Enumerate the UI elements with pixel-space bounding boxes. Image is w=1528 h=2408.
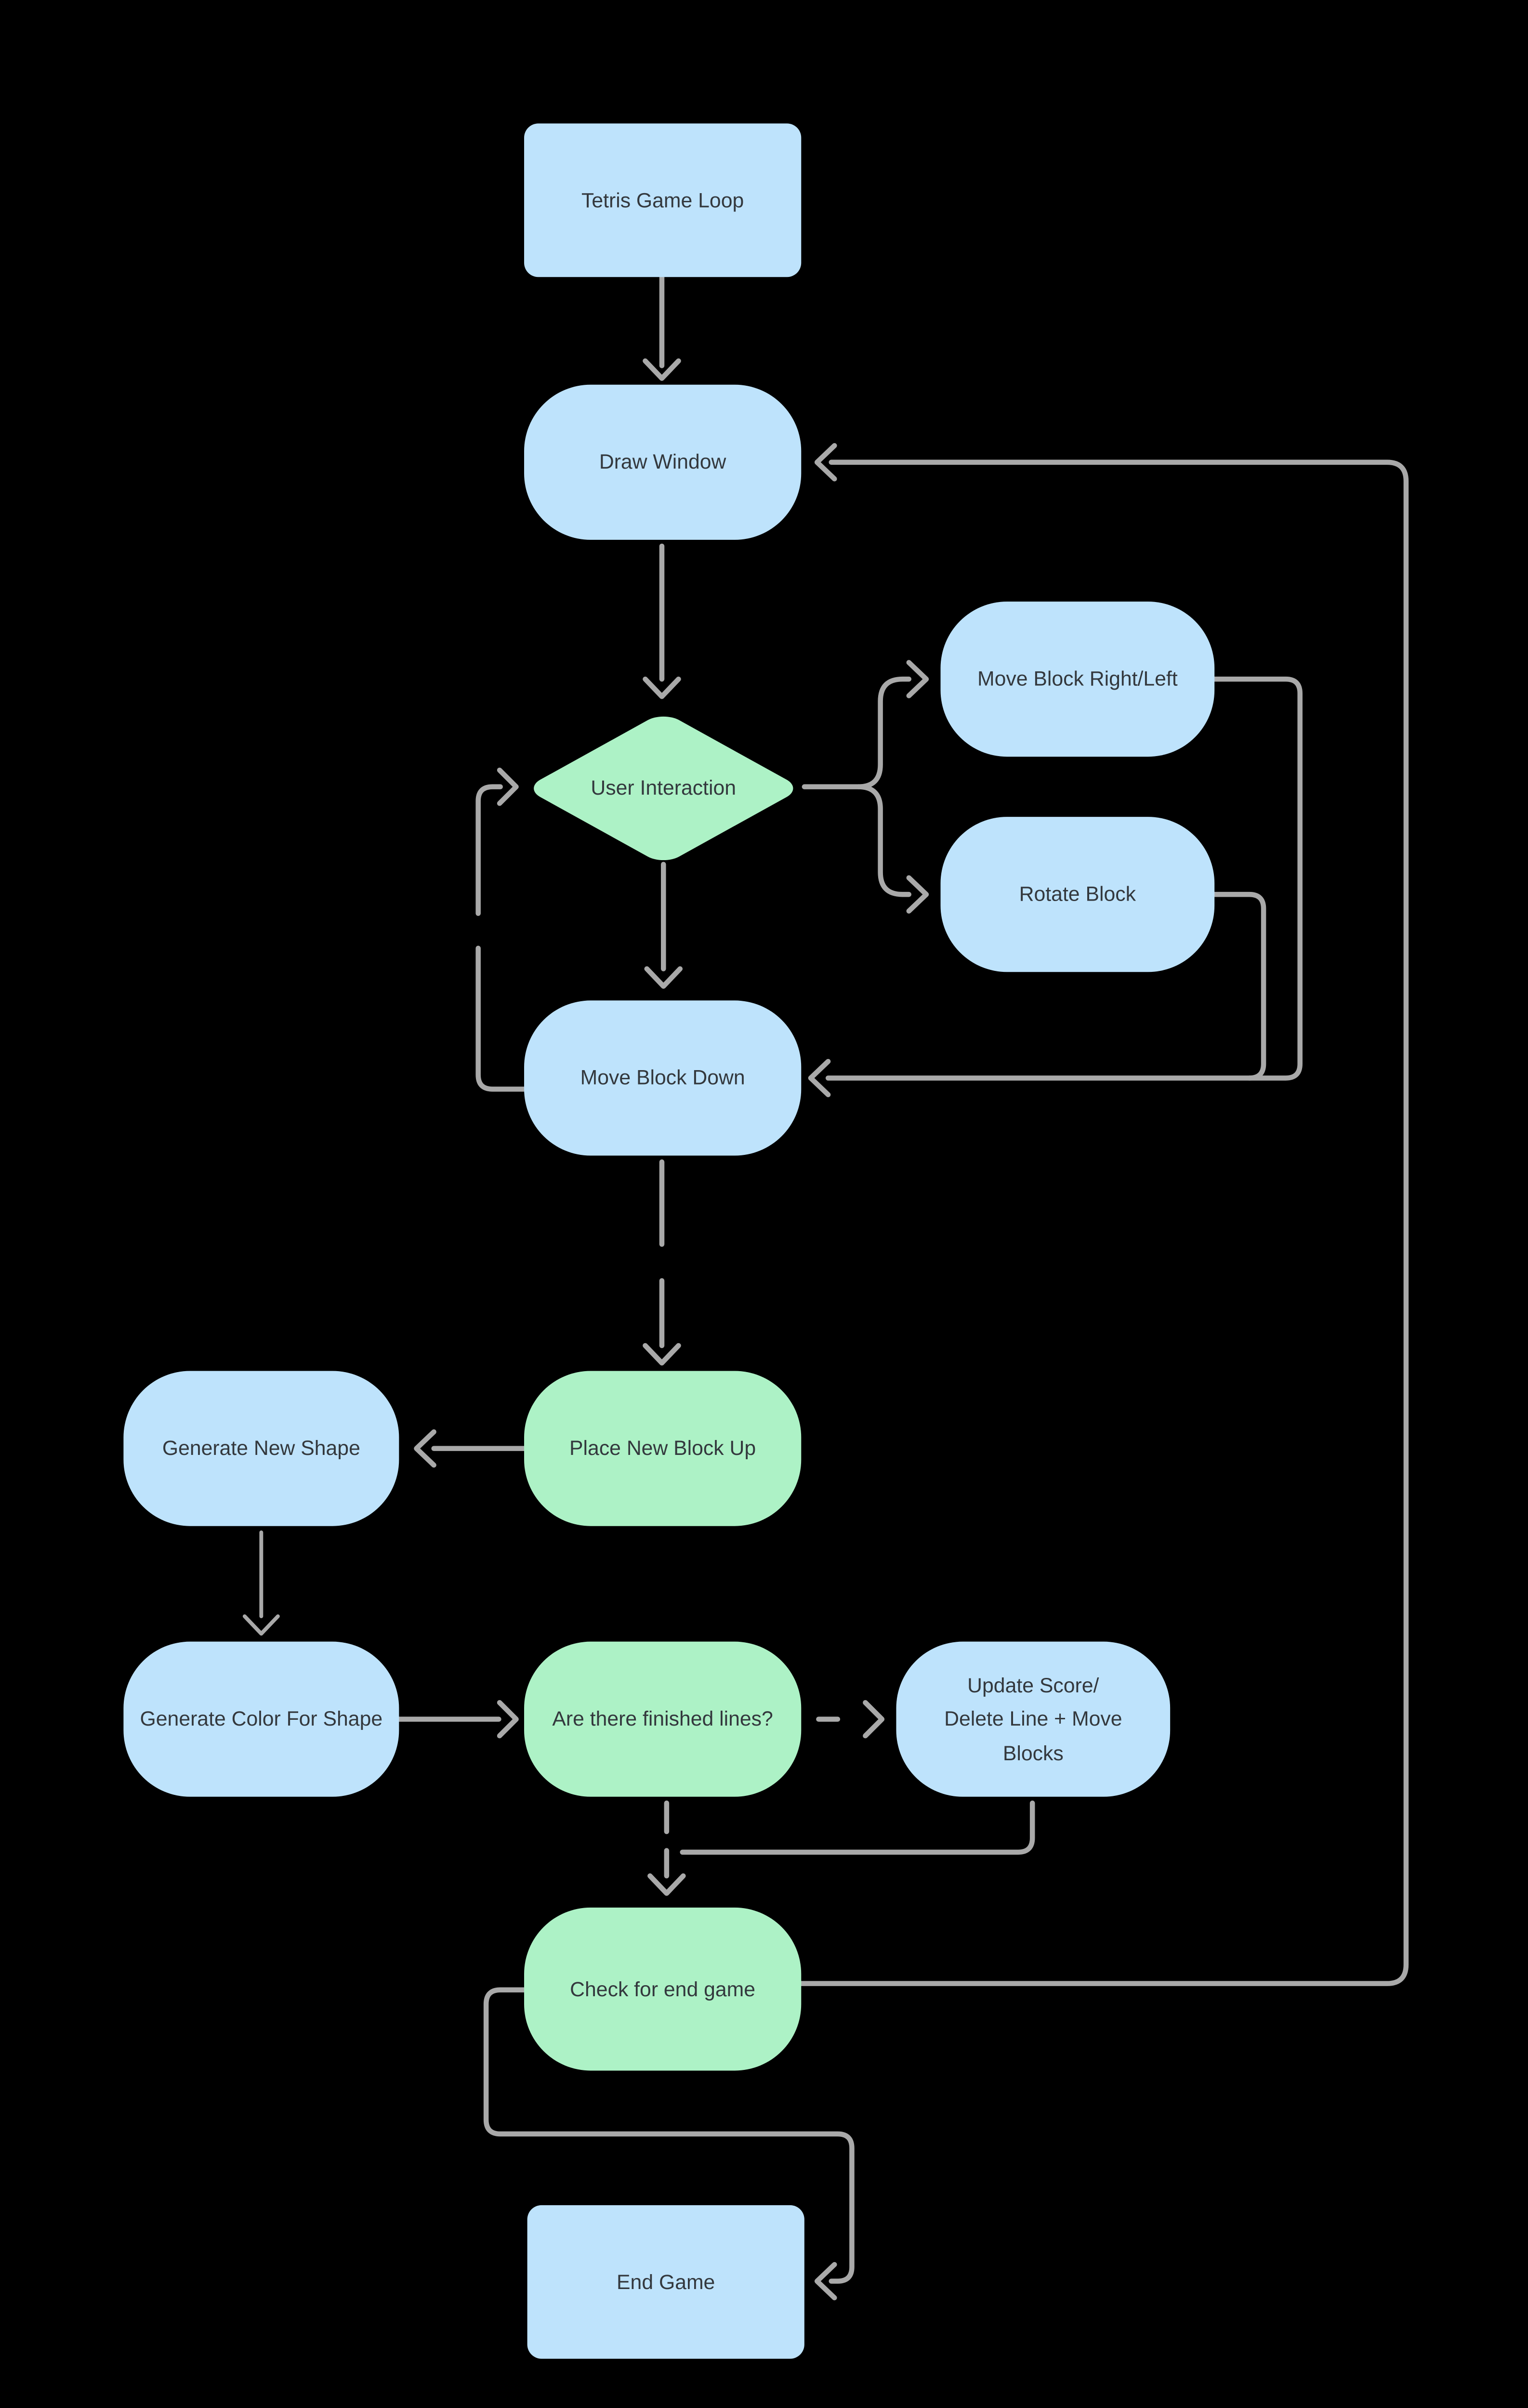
edge-update-score-to-check-end: [680, 1800, 1035, 1855]
arrowhead-right-icon: [863, 1700, 885, 1739]
node-generate-color-for-shape[interactable]: Generate Color For Shape: [123, 1641, 399, 1797]
arrowhead-left-icon: [814, 2262, 837, 2301]
node-move-block-right-left[interactable]: Move Block Right/Left: [940, 602, 1215, 757]
edge-interaction-to-rotate: [856, 784, 912, 897]
node-rotate-block[interactable]: Rotate Block: [940, 817, 1215, 972]
arrowhead-right-icon: [906, 660, 929, 698]
arrowhead-down-icon: [643, 358, 681, 381]
node-place-new-block-up[interactable]: Place New Block Up: [524, 1371, 802, 1526]
arrowhead-left-icon: [814, 443, 837, 482]
node-label: Are there finished lines?: [552, 1707, 773, 1731]
node-label: End Game: [617, 2269, 715, 2294]
node-label: Generate New Shape: [162, 1436, 360, 1460]
edge-move-down-to-interaction-lower: [475, 945, 527, 1092]
arrowhead-down-icon: [647, 1873, 686, 1896]
edge-rotate-to-move-down: [1212, 891, 1266, 1081]
edge-move-down-to-interaction-upper: [475, 784, 503, 916]
node-draw-window[interactable]: Draw Window: [524, 384, 802, 540]
arrowhead-right-icon: [497, 767, 519, 806]
node-user-interaction[interactable]: User Interaction: [524, 710, 803, 864]
node-label: Move Block Right/Left: [977, 667, 1178, 691]
node-generate-new-shape[interactable]: Generate New Shape: [123, 1371, 399, 1526]
arrowhead-right-icon: [497, 1700, 519, 1739]
arrowhead-right-icon: [906, 875, 929, 914]
node-label: Draw Window: [599, 450, 726, 474]
node-label: Rotate Block: [1019, 882, 1136, 906]
arrowhead-left-icon: [414, 1429, 436, 1468]
edge-interaction-to-move-right-left: [802, 676, 912, 789]
node-label: Move Block Down: [580, 1066, 745, 1090]
edge-check-end-to-draw-loop: [798, 459, 1409, 1986]
node-label: Place New Block Up: [569, 1436, 756, 1460]
node-end-game[interactable]: End Game: [527, 2205, 804, 2359]
node-check-for-end-game[interactable]: Check for end game: [524, 1907, 802, 2071]
edge-check-end-to-end-game: [483, 1987, 855, 2284]
node-update-score-delete-line[interactable]: Update Score/ Delete Line + Move Blocks: [896, 1641, 1171, 1797]
arrowhead-down-icon: [242, 1614, 280, 1636]
node-label: Tetris Game Loop: [581, 188, 744, 212]
edge-move-right-left-to-move-down: [825, 676, 1303, 1081]
node-label: User Interaction: [591, 775, 737, 799]
arrowhead-down-icon: [643, 676, 681, 699]
node-are-there-finished-lines[interactable]: Are there finished lines?: [524, 1641, 802, 1797]
node-tetris-game-loop[interactable]: Tetris Game Loop: [524, 123, 802, 277]
arrowhead-down-icon: [644, 966, 683, 989]
node-label: Update Score/ Delete Line + Move Blocks: [944, 1673, 1122, 1765]
node-label: Check for end game: [570, 1976, 756, 2001]
arrowhead-left-icon: [808, 1059, 831, 1098]
arrowhead-down-icon: [643, 1343, 681, 1366]
node-move-block-down[interactable]: Move Block Down: [524, 1000, 802, 1156]
node-label: Generate Color For Shape: [140, 1707, 383, 1731]
